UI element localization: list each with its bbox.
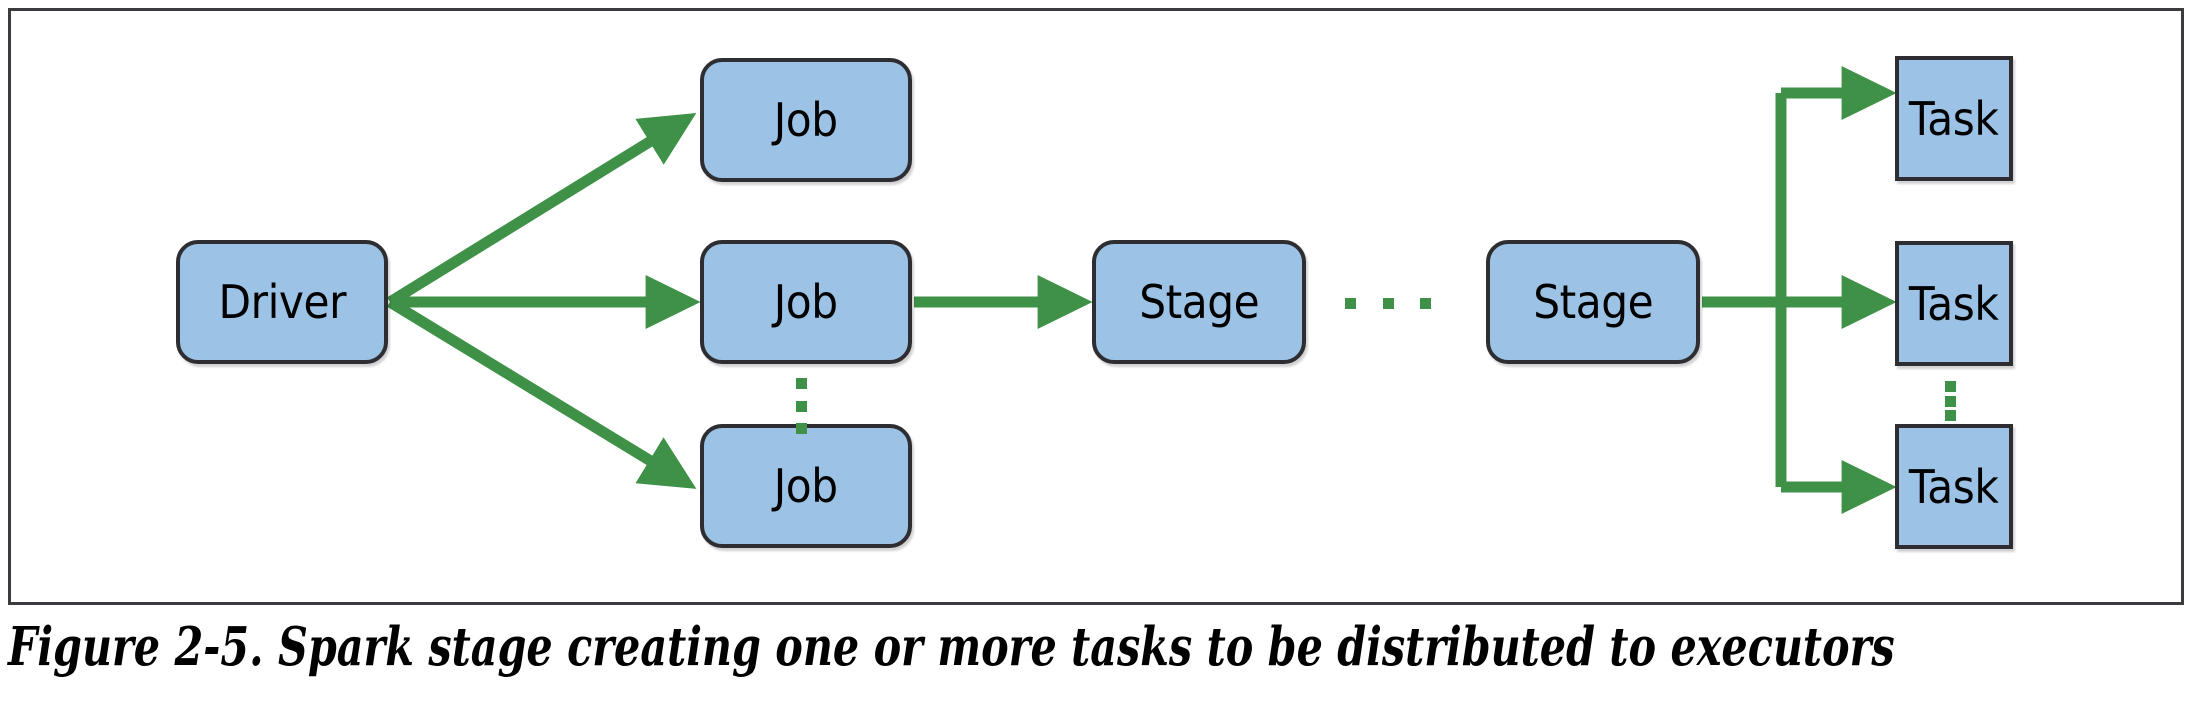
node-job-3-label: Job	[774, 459, 838, 513]
node-stage-2-label: Stage	[1532, 275, 1654, 329]
node-task-2[interactable]: Task	[1895, 241, 2013, 366]
node-driver-label: Driver	[218, 275, 346, 329]
node-task-3-label: Task	[1909, 459, 1999, 514]
node-driver[interactable]: Driver	[176, 240, 388, 364]
figure-caption: Figure 2-5. Spark stage creating one or …	[8, 616, 1895, 678]
node-job-1[interactable]: Job	[700, 58, 912, 182]
node-job-2-label: Job	[774, 275, 838, 329]
node-job-3[interactable]: Job	[700, 424, 912, 548]
node-stage-1[interactable]: Stage	[1092, 240, 1306, 364]
node-job-1-label: Job	[774, 93, 838, 147]
node-task-3[interactable]: Task	[1895, 424, 2013, 549]
node-job-2[interactable]: Job	[700, 240, 912, 364]
node-task-2-label: Task	[1909, 276, 1999, 331]
node-stage-2[interactable]: Stage	[1486, 240, 1700, 364]
node-stage-1-label: Stage	[1138, 275, 1260, 329]
node-task-1[interactable]: Task	[1895, 56, 2013, 181]
node-task-1-label: Task	[1909, 91, 1999, 146]
